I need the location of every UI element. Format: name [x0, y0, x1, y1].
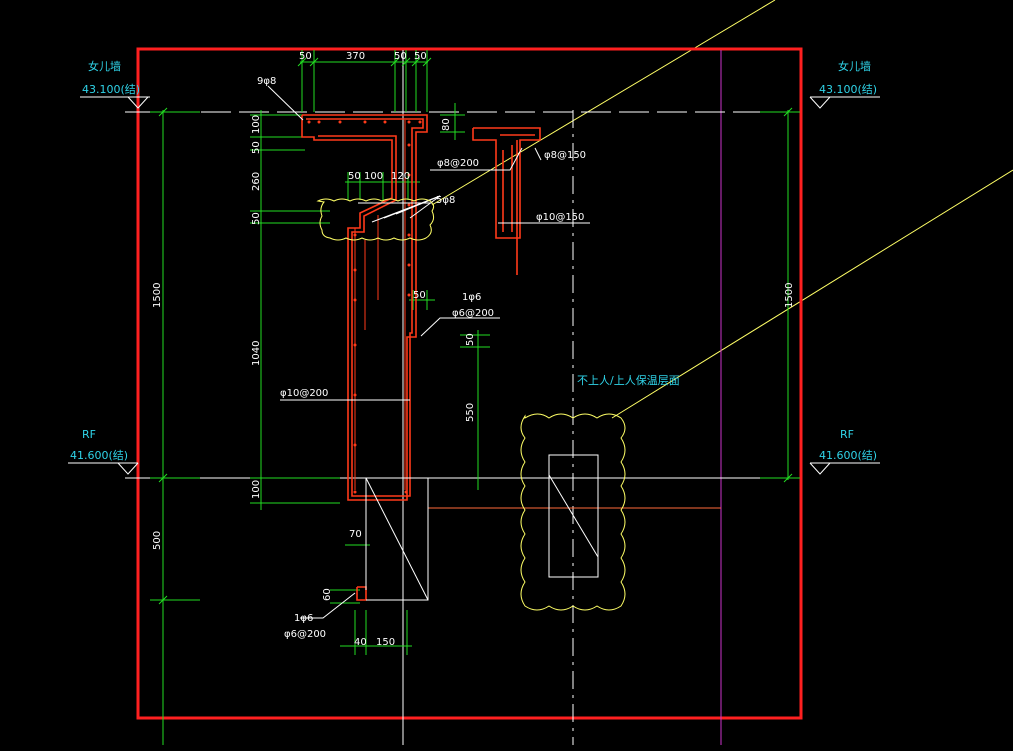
- parapet-label-right: 女儿墙: [838, 59, 871, 73]
- dim-bot-70: 70: [349, 529, 362, 540]
- drawing-frame: [136, 47, 803, 720]
- parapet-label-left: 女儿墙: [88, 59, 121, 73]
- rebar-9phi8: 9φ8: [257, 76, 276, 87]
- dim-mid-100: 100: [364, 171, 383, 182]
- dim-outer-500: 500: [152, 531, 163, 550]
- dim-bot-60: 60: [322, 588, 333, 601]
- drain-diagonal: [548, 474, 599, 558]
- rebar-1phi6-bot: 1φ6: [294, 613, 313, 624]
- rf-elev-left: 41.600(结): [70, 449, 128, 462]
- revision-cloud-2: [520, 413, 626, 611]
- leader-line-right: [611, 169, 1013, 419]
- dim-top-50c: 50: [414, 51, 427, 62]
- drain-box: [548, 454, 599, 578]
- text-leaders: [267, 85, 590, 619]
- rebar-phi8-150: φ8@150: [544, 150, 586, 161]
- rebar-phi10-150: φ10@150: [536, 212, 584, 223]
- rebar-dots: [307, 120, 422, 494]
- dim-50-right: 50: [413, 290, 426, 301]
- slab-edge-section: [365, 477, 429, 601]
- rf-elev-right: 41.600(结): [819, 449, 877, 462]
- dim-left-260: 260: [251, 172, 262, 191]
- parapet-elev-right: 43.100(结): [819, 83, 877, 96]
- parapet-elev-left: 43.100(结): [82, 83, 140, 96]
- dim-top-50a: 50: [299, 51, 312, 62]
- parapet-section: [301, 114, 541, 601]
- dim-ticks: [158, 57, 793, 605]
- dim-bot-40: 40: [354, 637, 367, 648]
- left-dim-lines: [150, 50, 800, 745]
- dim-left-100: 100: [251, 115, 262, 134]
- dim-top-370: 370: [346, 51, 365, 62]
- rebar-phi6-200-top: φ6@200: [452, 308, 494, 319]
- revision-cloud-1: [316, 198, 435, 241]
- level-markers: [68, 96, 880, 475]
- dim-80: 80: [441, 118, 452, 131]
- rf-label-right: RF: [840, 428, 854, 441]
- roof-note: 不上人/上人保温层面: [577, 373, 680, 387]
- dim-outer-1500-left: 1500: [152, 283, 163, 308]
- dim-left-50a: 50: [251, 141, 262, 154]
- rebar-phi6-200-bot: φ6@200: [284, 629, 326, 640]
- rebar-1phi6-top: 1φ6: [462, 292, 481, 303]
- dim-550: 550: [465, 403, 476, 422]
- dim-50-vert: 50: [465, 333, 476, 346]
- leader-line-top: [431, 0, 776, 206]
- rebar-phi8-200: φ8@200: [437, 158, 479, 169]
- dim-left-50b: 50: [251, 212, 262, 225]
- rf-label-left: RF: [82, 428, 96, 441]
- dim-mid-50: 50: [348, 171, 361, 182]
- dim-left-100b: 100: [251, 480, 262, 499]
- rebar-5phi8: 5φ8: [436, 195, 455, 206]
- dim-top-50b: 50: [394, 51, 407, 62]
- rebar-phi10-200: φ10@200: [280, 388, 328, 399]
- dim-left-1040: 1040: [251, 341, 262, 366]
- dim-outer-1500-right: 1500: [784, 283, 795, 308]
- dim-mid-120: 120: [391, 171, 410, 182]
- dim-bot-150: 150: [376, 637, 395, 648]
